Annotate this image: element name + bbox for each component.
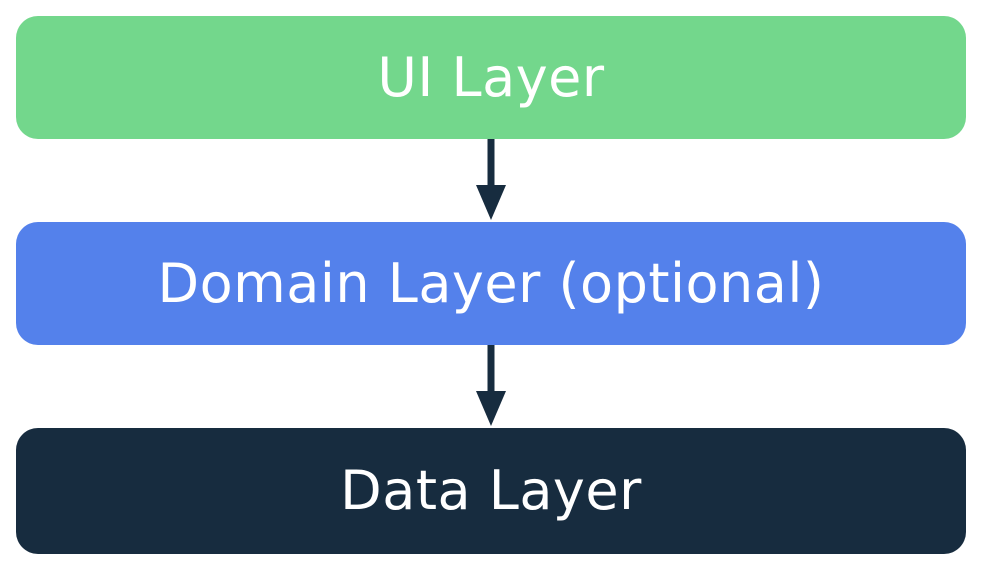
domain-layer-label: Domain Layer (optional) (157, 251, 825, 315)
arrow-head (476, 185, 506, 220)
ui-layer-box: UI Layer (16, 16, 966, 139)
arrow-domain-to-data (476, 345, 506, 426)
ui-layer-label: UI Layer (377, 45, 605, 109)
arrow-head (476, 391, 506, 426)
data-layer-label: Data Layer (340, 459, 642, 522)
arrow-ui-to-domain (476, 139, 506, 220)
data-layer-box: Data Layer (16, 428, 966, 554)
domain-layer-box: Domain Layer (optional) (16, 222, 966, 345)
